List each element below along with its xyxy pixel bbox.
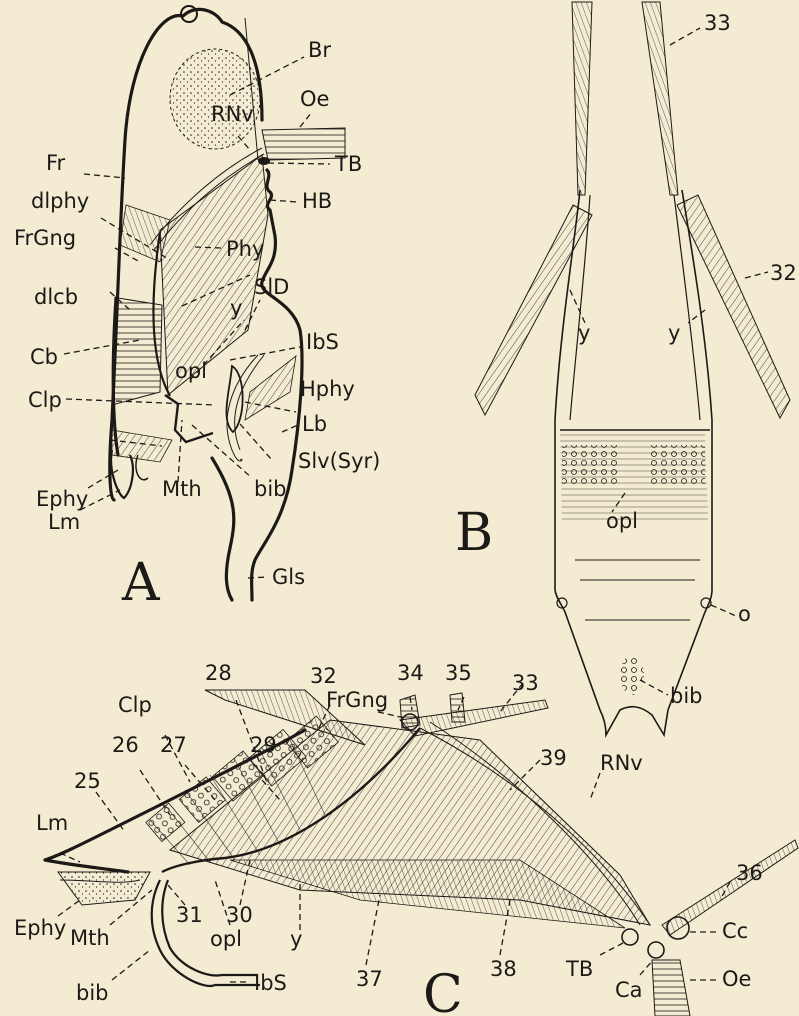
infrabuccal-sac xyxy=(152,880,260,986)
label-sld: SlD xyxy=(254,275,289,299)
label-c-31: 31 xyxy=(176,903,203,927)
labrum-outline xyxy=(45,860,128,872)
apodeme-32-right xyxy=(677,195,790,418)
label-c-28: 28 xyxy=(205,661,232,685)
label-oe: Oe xyxy=(300,87,329,111)
label-opl: opl xyxy=(606,509,638,533)
label-y-left: y xyxy=(578,321,590,345)
label-c-frgng: FrGng xyxy=(326,688,388,712)
label-hphy: Hphy xyxy=(300,377,355,401)
label-33: 33 xyxy=(704,11,731,35)
label-c-oe: Oe xyxy=(722,967,751,991)
label-tb: TB xyxy=(334,152,362,176)
tentorial-bridge-c xyxy=(622,929,638,945)
label-c-27: 27 xyxy=(160,733,187,757)
panel-letter-a: A xyxy=(121,553,161,613)
label-c-lm: Lm xyxy=(36,811,68,835)
corpus-allatum xyxy=(648,942,664,958)
label-fr: Fr xyxy=(46,151,66,175)
label-rnv: RNv xyxy=(211,102,254,126)
panel-letter-b: B xyxy=(455,503,493,563)
label-lb: Lb xyxy=(302,412,327,436)
label-c-rnv: RNv xyxy=(600,751,643,775)
label-dlphy: dlphy xyxy=(31,189,89,213)
label-mth: Mth xyxy=(162,477,202,501)
label-y: y xyxy=(230,296,242,320)
sensilla-left xyxy=(562,445,617,487)
epipharynx xyxy=(58,872,150,905)
label-c-mth: Mth xyxy=(70,926,110,950)
mouth xyxy=(165,395,213,442)
label-lm: Lm xyxy=(48,510,80,534)
label-frgng: FrGng xyxy=(14,226,76,250)
label-c-cc: Cc xyxy=(722,919,748,943)
figure-b: B 33 32 y y opl o bib xyxy=(455,2,797,735)
label-32: 32 xyxy=(770,261,797,285)
label-c-36: 36 xyxy=(736,861,763,885)
label-c-34: 34 xyxy=(397,661,424,685)
label-c-y: y xyxy=(290,927,302,951)
figure-a: A xyxy=(14,6,380,613)
label-ibs: IbS xyxy=(306,330,339,354)
label-c-bib: bib xyxy=(76,981,109,1005)
label-c-33: 33 xyxy=(512,671,539,695)
apodeme-33-right xyxy=(642,2,678,195)
label-c-38: 38 xyxy=(490,957,517,981)
label-c-39: 39 xyxy=(540,746,567,770)
label-c-ephy: Ephy xyxy=(14,916,66,940)
oesophagus-c xyxy=(652,960,690,1016)
oesophagus xyxy=(262,128,345,160)
hypopharynx-wall xyxy=(262,170,300,330)
label-opl: opl xyxy=(175,359,207,383)
label-bib: bib xyxy=(254,477,287,501)
label-c-25: 25 xyxy=(74,769,101,793)
label-c-35: 35 xyxy=(445,661,472,685)
bib-spot xyxy=(620,655,644,695)
label-clp: Clp xyxy=(28,388,62,412)
figure-c: C xyxy=(14,661,798,1016)
label-c-ca: Ca xyxy=(615,978,643,1002)
label-cb: Cb xyxy=(30,345,58,369)
label-bib: bib xyxy=(670,684,703,708)
label-c-29: 29 xyxy=(250,733,277,757)
label-c-26: 26 xyxy=(112,733,139,757)
label-c-37: 37 xyxy=(356,967,383,991)
cibarium-inner xyxy=(570,195,700,420)
label-o: o xyxy=(738,602,751,626)
muscle-35 xyxy=(450,693,465,722)
label-ephy: Ephy xyxy=(36,487,88,511)
label-c-opl: opl xyxy=(210,927,242,951)
label-gls: Gls xyxy=(272,565,305,589)
label-c-ibs: IbS xyxy=(254,971,287,995)
label-phy: Phy xyxy=(226,237,264,261)
label-c-32: 32 xyxy=(310,664,337,688)
label-c-tb: TB xyxy=(565,957,593,981)
label-y-right: y xyxy=(668,321,680,345)
panel-letter-c: C xyxy=(423,965,463,1016)
label-dlcb: dlcb xyxy=(34,285,78,309)
muscle-33 xyxy=(400,700,548,736)
label-hb: HB xyxy=(302,189,332,213)
sensilla-right xyxy=(650,445,705,485)
brain xyxy=(170,49,260,149)
label-slv: Slv(Syr) xyxy=(298,449,380,473)
gullet xyxy=(212,458,234,600)
label-c-30: 30 xyxy=(226,903,253,927)
tentorial-bridge xyxy=(258,157,270,165)
label-br: Br xyxy=(308,38,331,62)
apodeme-33-left xyxy=(572,2,592,195)
cibarial-dilator xyxy=(112,298,162,405)
labium-outline xyxy=(252,330,302,600)
label-c-clp: Clp xyxy=(118,693,152,717)
clypeolabral-muscles xyxy=(112,430,172,462)
